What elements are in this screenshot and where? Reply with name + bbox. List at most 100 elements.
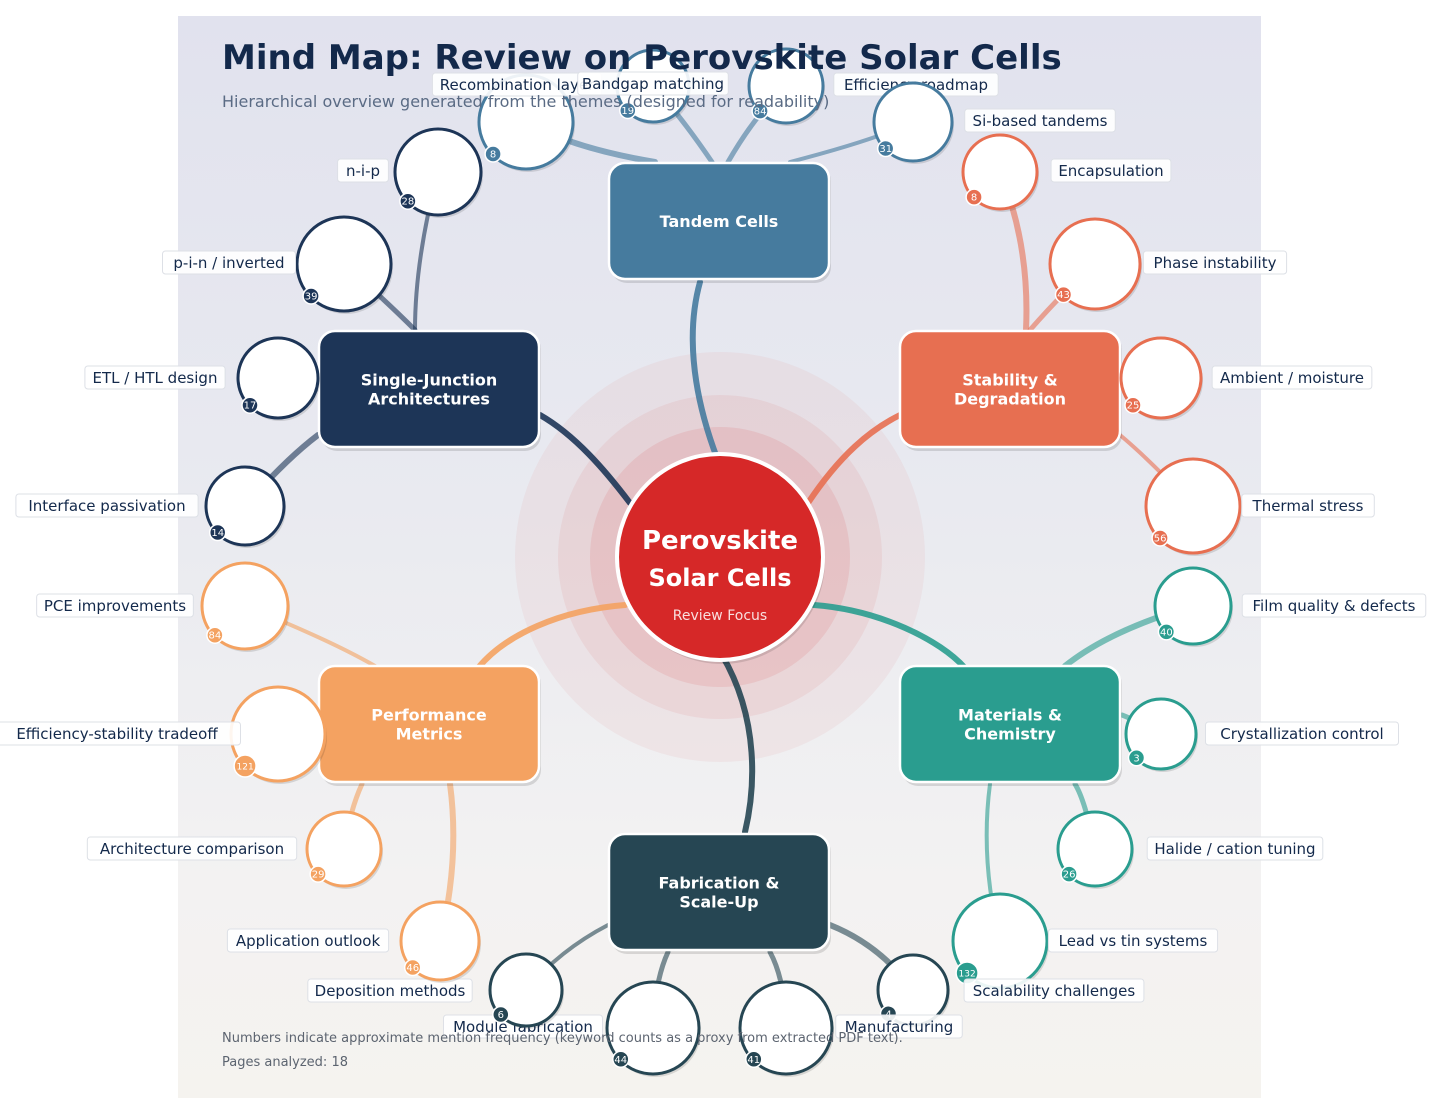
leaf-node-single-3[interactable]: 28n-i-p bbox=[337, 127, 483, 218]
leaf-circle bbox=[295, 215, 393, 313]
page-title: Mind Map: Review on Perovskite Solar Cel… bbox=[222, 38, 1062, 78]
leaf-label: Encapsulation bbox=[1058, 162, 1163, 180]
leaf-circle bbox=[305, 810, 383, 888]
count-badge-value: 84 bbox=[754, 107, 767, 118]
leaf-label-box bbox=[226, 928, 390, 953]
leaf-circle bbox=[605, 980, 701, 1076]
leaf-label-box bbox=[15, 493, 199, 518]
leaf-node-single-2[interactable]: 39p-i-n / inverted bbox=[162, 215, 394, 314]
leaf-node-performance-2[interactable]: 121 Efficiency-stability tradeoff bbox=[0, 685, 327, 784]
count-badge-value: 25 bbox=[1127, 401, 1140, 412]
count-badge-value: 46 bbox=[406, 963, 419, 974]
leaf-label: Film quality & defects bbox=[1252, 597, 1415, 615]
count-badge bbox=[1127, 749, 1146, 767]
leaf-label: Efficiency-stability tradeoff bbox=[16, 725, 218, 743]
branch-node-stability[interactable]: Stability &Degradation bbox=[898, 329, 1122, 451]
center-title-line2: Solar Cells bbox=[648, 564, 791, 592]
leaf-circle bbox=[961, 133, 1039, 211]
leaf-node-single-0[interactable]: 14 Interface passivation bbox=[15, 465, 286, 548]
leaf-circle bbox=[738, 980, 834, 1076]
count-badge-value: 84 bbox=[209, 631, 222, 642]
count-badge bbox=[1060, 865, 1078, 883]
count-badge-value: 14 bbox=[211, 528, 224, 539]
leaf-circle bbox=[236, 336, 320, 420]
leaf-label-box bbox=[337, 158, 389, 183]
leaf-label-box bbox=[1050, 158, 1172, 183]
leaf-label-box bbox=[963, 978, 1145, 1003]
count-badge bbox=[1054, 285, 1073, 304]
leaf-label-box bbox=[835, 1014, 963, 1039]
leaf-label-box bbox=[1047, 928, 1219, 953]
leaf-circle bbox=[1144, 457, 1242, 555]
count-badge-value: 44 bbox=[614, 1055, 627, 1066]
footnote: Numbers indicate approximate mention fre… bbox=[222, 1031, 903, 1046]
leaf-label: Architecture comparison bbox=[100, 840, 284, 858]
count-badge bbox=[241, 396, 259, 414]
leaf-node-tandem-0[interactable]: 8 Recombination layer bbox=[431, 72, 603, 172]
leaf-circle bbox=[1048, 217, 1142, 311]
leaf-label-box bbox=[162, 250, 296, 275]
leaf-node-materials-0[interactable]: 40 Film quality & defects bbox=[1153, 566, 1427, 647]
branch-node-materials[interactable]: Materials &Chemistry bbox=[898, 664, 1122, 786]
leaf-label: Deposition methods bbox=[315, 982, 466, 1000]
count-badge-value: 19 bbox=[621, 106, 634, 117]
count-badge bbox=[745, 1050, 763, 1069]
count-badge-value: 43 bbox=[1057, 290, 1070, 301]
leaf-label-box bbox=[307, 978, 473, 1003]
leaf-label-box bbox=[1211, 365, 1373, 390]
branch-label-stability: Stability & bbox=[962, 371, 1058, 390]
leaf-circle bbox=[747, 47, 825, 125]
leaf-label: Halide / cation tuning bbox=[1154, 840, 1315, 858]
count-badge bbox=[1151, 529, 1169, 547]
leaf-node-performance-0[interactable]: 46 Application outlook bbox=[226, 900, 481, 983]
leaf-label: Manufacturing bbox=[845, 1018, 954, 1036]
leaf-label: Thermal stress bbox=[1252, 497, 1364, 515]
leaf-circle bbox=[1124, 697, 1198, 771]
leaf-circle bbox=[204, 465, 286, 547]
leaf-label: Recombination layer bbox=[440, 76, 595, 94]
leaf-circle bbox=[399, 900, 481, 982]
count-badge-value: 121 bbox=[237, 762, 254, 772]
leaf-label: Si-based tandems bbox=[973, 112, 1108, 130]
count-badge-value: 29 bbox=[312, 870, 325, 881]
leaf-node-performance-1[interactable]: 29 Architecture comparison bbox=[86, 810, 383, 889]
count-badge-value: 17 bbox=[244, 401, 257, 412]
count-badge bbox=[484, 145, 502, 163]
branch-label-single: Architectures bbox=[368, 390, 490, 409]
count-badge-value: 8 bbox=[490, 149, 496, 160]
count-badge-value: 40 bbox=[1160, 627, 1173, 638]
leaf-label-box bbox=[964, 108, 1116, 133]
count-badge bbox=[233, 754, 257, 778]
branch-node-fabrication[interactable]: Fabrication &Scale-Up bbox=[607, 832, 831, 954]
leaf-label: Interface passivation bbox=[28, 497, 185, 515]
branch-node-tandem[interactable]: Tandem Cells bbox=[607, 161, 831, 283]
leaf-label-box bbox=[577, 71, 729, 96]
branch-label-single: Single-Junction bbox=[361, 371, 498, 390]
count-badge bbox=[612, 1050, 630, 1069]
leaf-label: Application outlook bbox=[236, 932, 381, 950]
leaf-label-box bbox=[1241, 493, 1375, 518]
leaf-label-box bbox=[36, 593, 194, 618]
leaf-label-box bbox=[1146, 836, 1324, 861]
count-badge bbox=[309, 865, 327, 883]
leaf-label-box bbox=[84, 365, 226, 390]
